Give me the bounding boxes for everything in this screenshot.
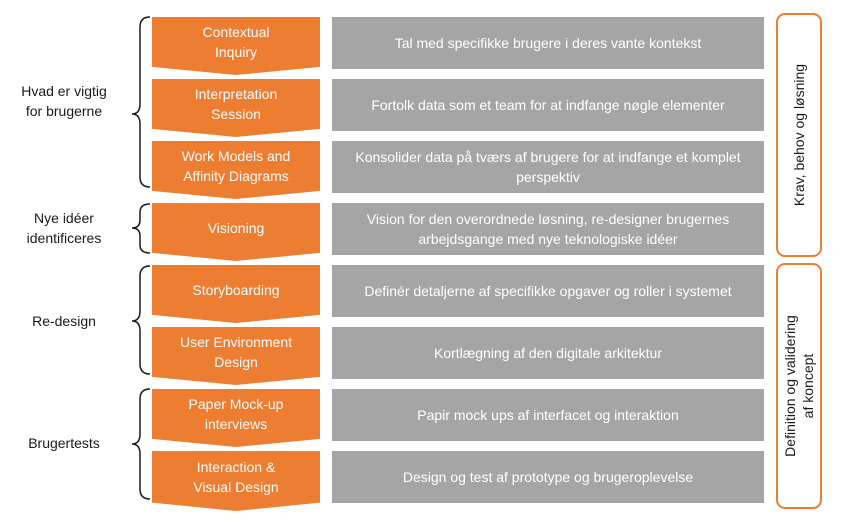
phase-label-concept-validation: Definition og validering af koncept — [782, 315, 816, 457]
description-contextual-inquiry: Tal med specifikke brugere i deres vante… — [332, 17, 764, 69]
step-interpretation-session: Interpretation Session — [152, 79, 320, 137]
group-brackets — [131, 16, 151, 500]
description-work-models: Konsolider data på tværs af brugere for … — [332, 141, 764, 193]
description-storyboarding: Definér detaljerne af specifikke opgaver… — [332, 265, 764, 317]
step-paper-mockup-interviews: Paper Mock-up interviews — [152, 389, 320, 447]
step-user-environment-design: User Environment Design — [152, 327, 320, 385]
step-visioning: Visioning — [152, 203, 320, 261]
step-contextual-inquiry: Contextual Inquiry — [152, 17, 320, 75]
group-label-redesign: Re-design — [32, 313, 96, 329]
group-label-important-for-users: Hvad er vigtig for brugerne — [21, 83, 107, 119]
group-bracket-redesign — [131, 265, 151, 375]
step-storyboarding: Storyboarding — [152, 265, 320, 323]
step-interaction-visual-design: Interaction & Visual Design — [152, 451, 320, 511]
description-user-environment-design: Kortlægning af den digitale arkitektur — [332, 327, 764, 379]
group-bracket-user-tests — [131, 388, 151, 500]
phase-box-concept-validation: Definition og validering af koncept — [776, 263, 822, 509]
phase-box-requirements: Krav, behov og løsning — [776, 13, 822, 257]
group-bracket-new-ideas — [131, 203, 151, 254]
group-bracket-important-for-users — [131, 16, 151, 188]
phase-label-requirements: Krav, behov og løsning — [791, 63, 807, 207]
description-paper-mockup-interviews: Papir mock ups af interfacet og interakt… — [332, 389, 764, 441]
description-interpretation-session: Fortolk data som et team for at indfange… — [332, 79, 764, 131]
group-label-new-ideas: Nye idéer identificeres — [26, 210, 102, 246]
group-label-user-tests: Brugertests — [28, 435, 100, 451]
description-visioning: Vision for den overordnede løsning, re-d… — [332, 203, 764, 255]
description-interaction-visual-design: Design og test af prototype og brugeropl… — [332, 451, 764, 503]
step-work-models: Work Models and Affinity Diagrams — [152, 141, 320, 199]
